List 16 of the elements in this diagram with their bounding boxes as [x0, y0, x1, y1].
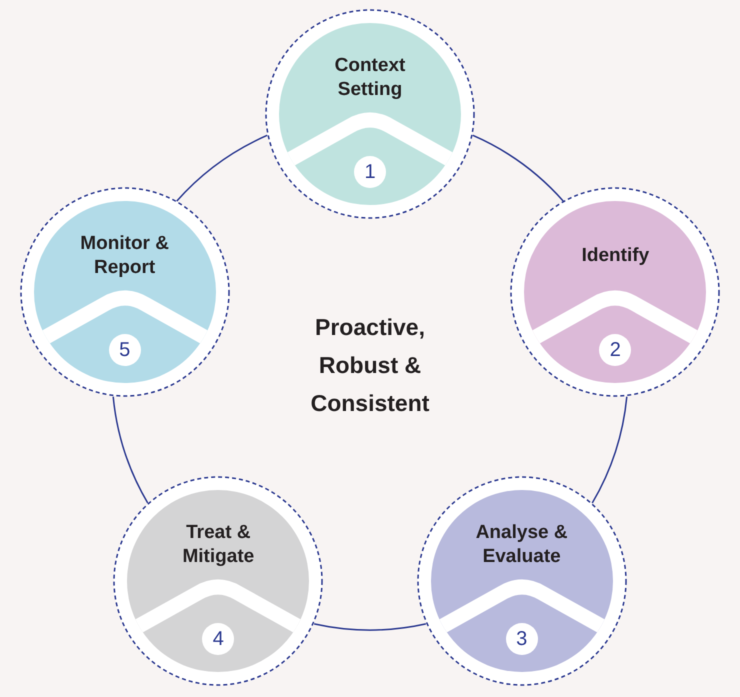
center-caption: Proactive, Robust & Consistent	[310, 313, 430, 418]
step-circle	[264, 8, 476, 220]
step-title: Identify	[580, 244, 650, 268]
step-title: Treat & Mitigate	[181, 520, 256, 569]
connector-arc	[314, 623, 426, 631]
connector-arc	[176, 134, 268, 202]
step-circle	[18, 186, 231, 398]
step-title: Context Setting	[334, 54, 406, 102]
step-circle	[509, 186, 722, 398]
connector-arc	[472, 134, 564, 202]
step-title: Analyse & Evaluate	[474, 520, 569, 569]
connector-arc	[592, 396, 628, 504]
step-title: Monitor & Report	[79, 232, 170, 280]
step-circle	[112, 474, 324, 687]
step-circle	[416, 474, 628, 687]
connector-arc	[112, 396, 148, 504]
